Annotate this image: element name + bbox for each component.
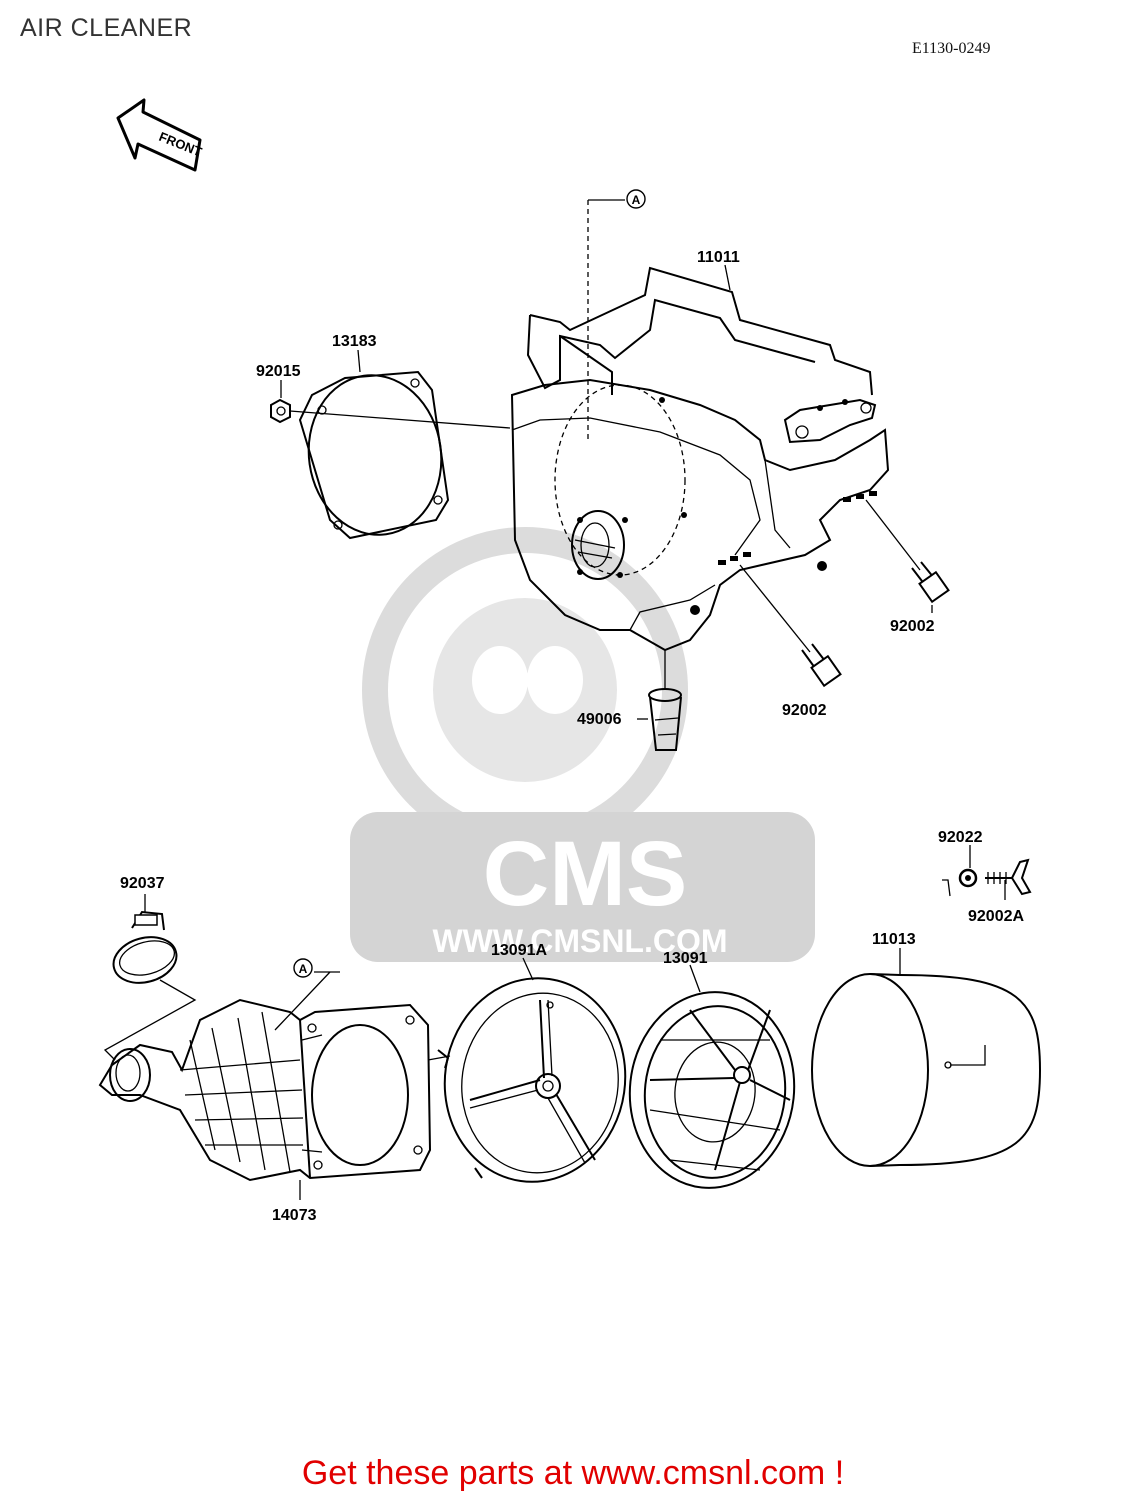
ref-a-lower-marker: A (293, 958, 313, 978)
watermark-logo: CMS WWW.CMSNL.COM (350, 527, 815, 962)
filter-element-11013 (811, 973, 1042, 1167)
wing-bolt-92002A (942, 858, 1032, 897)
clamp-92037 (112, 910, 178, 984)
bolt-92002-upper (865, 499, 950, 613)
drain-cap-49006 (637, 650, 682, 751)
ref-a-lower-text: A (299, 962, 308, 976)
gasket-13183 (298, 370, 450, 540)
ref-a-upper-marker: A (626, 189, 646, 209)
label-92015: 92015 (256, 363, 301, 380)
filter-holder-13091A (437, 977, 627, 1183)
ref-a-upper-text: A (632, 193, 641, 207)
label-92002-lower: 92002 (782, 702, 827, 719)
label-49006: 49006 (577, 711, 622, 728)
footer-promo-link[interactable]: Get these parts at www.cmsnl.com ! (301, 1454, 845, 1492)
intake-duct-14073 (98, 998, 432, 1182)
watermark-brand: CMS (483, 823, 687, 925)
label-92002A: 92002A (968, 908, 1024, 925)
label-13183: 13183 (332, 333, 377, 350)
label-92037: 92037 (120, 875, 165, 892)
label-13091: 13091 (663, 950, 708, 967)
page-title: AIR CLEANER (20, 14, 193, 42)
front-arrow-icon: FRONT (116, 98, 204, 172)
diagram-code: E1130-0249 (912, 40, 991, 57)
label-13091A: 13091A (491, 942, 547, 959)
filter-cage-13091 (628, 991, 796, 1189)
label-14073: 14073 (272, 1207, 317, 1224)
label-11013: 11013 (872, 931, 916, 948)
nut-92015 (270, 380, 291, 424)
watermark-url: WWW.CMSNL.COM (432, 923, 727, 959)
label-92022: 92022 (938, 829, 983, 846)
label-92002-upper: 92002 (890, 618, 935, 635)
label-11011: 11011 (697, 249, 740, 266)
bolt-92002-lower (739, 564, 842, 688)
air-box-housing (510, 266, 890, 652)
